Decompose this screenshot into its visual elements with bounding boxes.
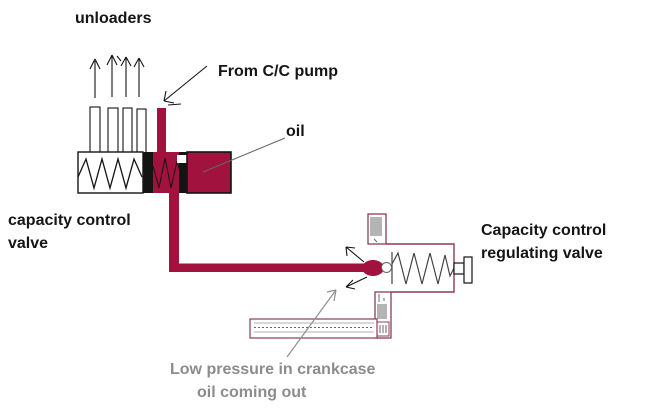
annotation-arrows — [163, 65, 368, 358]
valve-spring — [77, 156, 143, 191]
oil-chamber-main — [186, 151, 232, 194]
regulating-valve-label-line1: Capacity control — [481, 222, 607, 239]
capacity-control-valve-body — [77, 151, 232, 194]
oil-chamber-mid — [153, 152, 180, 193]
from-cc-pump-label: From C/C pump — [218, 63, 338, 80]
unloader-up-arrows-icon — [89, 54, 145, 98]
oil-outlet-arrow-up — [345, 246, 365, 263]
unloader-pipes — [89, 106, 147, 154]
low-pressure-label-line2: oil coming out — [197, 384, 307, 401]
piston-notch — [177, 155, 187, 163]
unloaders-label: unloaders — [75, 10, 152, 27]
piston-bar-left — [143, 152, 153, 193]
top-channel-hatching — [370, 217, 382, 243]
capacity-control-valve-label-line2: valve — [8, 235, 49, 252]
capacity-control-valve-label-line1: capacity control — [8, 212, 131, 229]
valve-plug-blob — [362, 260, 384, 276]
regulating-valve-label: Capacity control regulating valve — [481, 219, 606, 265]
regulating-valve-label-line2: regulating valve — [481, 245, 603, 262]
outlet-down-pipe — [169, 193, 179, 272]
oil-outlet-arrow-down — [345, 276, 368, 290]
adjusting-bolt — [453, 256, 473, 284]
regulating-valve-housing — [386, 243, 455, 293]
oil-pipes — [157, 108, 384, 276]
cc-pump-inlet-pipe — [157, 108, 166, 153]
capacity-control-regulating-valve — [367, 213, 473, 339]
low-pressure-label-line1: Low pressure in crankcase — [170, 361, 376, 378]
low-pressure-pointer-arrow — [286, 289, 337, 358]
piston-bar-right — [179, 152, 187, 193]
oil-label: oil — [286, 123, 305, 140]
crankcase-pipe — [249, 318, 378, 339]
capacity-control-valve-label: capacity control valve — [8, 209, 131, 255]
valve-ball — [381, 262, 392, 273]
outlet-horizontal-pipe — [169, 263, 366, 272]
pump-inlet-arrow — [163, 65, 208, 106]
oil-pointer-line — [202, 137, 286, 173]
regulating-spring — [391, 251, 455, 285]
